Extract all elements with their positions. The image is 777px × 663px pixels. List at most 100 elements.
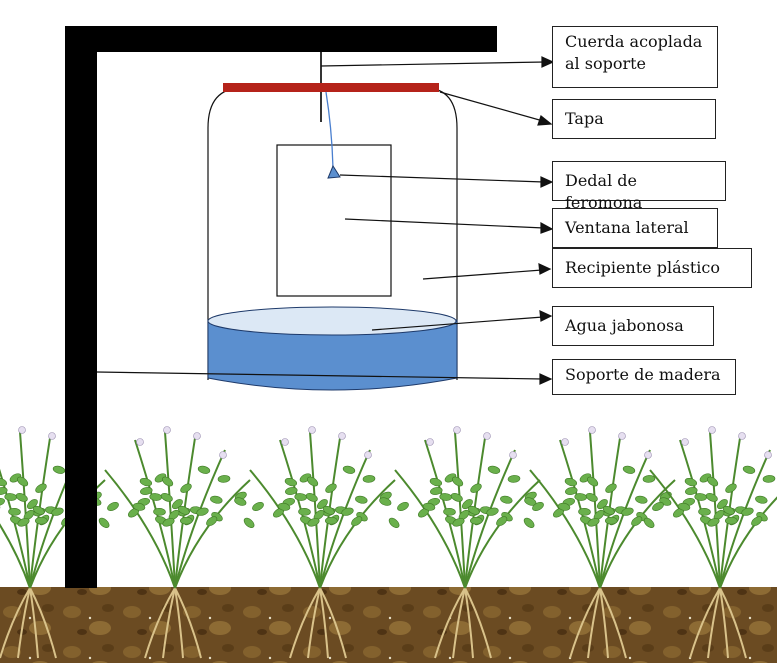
plant-leaf: [17, 518, 30, 527]
plant-leaf: [32, 505, 45, 515]
plant-leaf: [177, 505, 190, 515]
plant-leaf: [587, 476, 599, 487]
plant-flower: [308, 426, 316, 434]
plant-leaf: [153, 507, 166, 516]
plant-leaf: [496, 516, 508, 527]
plant-flower: [708, 426, 716, 434]
plant-root: [569, 587, 601, 659]
support-post: [65, 26, 97, 588]
plant-leaf: [325, 483, 337, 493]
plant-leaf: [162, 476, 174, 487]
plant-leaf: [741, 507, 754, 516]
plant-leaf: [139, 478, 153, 487]
plant-leaf: [725, 483, 737, 493]
plant-leaf: [180, 483, 192, 493]
plant-root: [599, 587, 627, 659]
plant-leaf: [652, 502, 664, 511]
pheromone-thimble-icon: [327, 164, 341, 179]
plant-leaf: [341, 507, 354, 516]
plant-leaf: [285, 487, 298, 495]
plant-leaf: [294, 493, 307, 501]
plant-leaf: [429, 478, 443, 487]
plant-leaf: [762, 475, 776, 483]
plant-leaf: [305, 493, 318, 502]
plant-leaf: [351, 516, 363, 527]
plant-stem: [174, 449, 226, 589]
plant-leaf: [751, 516, 763, 527]
plant-leaf: [243, 517, 255, 529]
plant-leaf: [132, 502, 146, 511]
plant-root: [162, 587, 176, 659]
plant-leaf: [162, 518, 175, 527]
plant-leaf: [452, 518, 465, 527]
plant-leaf: [197, 465, 211, 474]
plant-leaf: [694, 493, 707, 501]
plant-leaf: [277, 502, 291, 511]
plant-stem: [104, 469, 176, 589]
label-water-text: Agua jabonosa: [565, 316, 684, 335]
plant-leaf: [724, 516, 738, 525]
label-pheromone: Dedal de feromona: [552, 161, 726, 212]
label-water: Agua jabonosa: [552, 306, 714, 346]
plant-leaf: [17, 476, 29, 487]
plant-root: [434, 587, 466, 659]
plant-leaf: [574, 493, 587, 501]
plant-leaf: [430, 487, 443, 495]
plant-root: [319, 587, 329, 659]
plant-flower: [193, 432, 201, 440]
plant-root: [144, 587, 176, 659]
plant-leaf: [307, 476, 319, 487]
plant-flower: [281, 438, 289, 446]
plant-leaf: [284, 478, 298, 487]
plant-leaf: [452, 476, 464, 487]
plant-leaf: [217, 475, 231, 483]
plant-flower: [738, 432, 746, 440]
plant-leaf: [565, 487, 578, 495]
plant-leaf: [677, 502, 691, 511]
plant-flower: [618, 432, 626, 440]
plant-leaf: [98, 517, 110, 529]
plant-leaf: [324, 516, 338, 525]
plant-leaf: [621, 507, 634, 516]
plant-leaf: [362, 475, 376, 483]
plant-leaf: [35, 483, 47, 493]
plant-flower: [764, 451, 772, 459]
lid: [223, 83, 439, 92]
plant-stem: [0, 523, 31, 589]
plant-flower: [18, 426, 26, 434]
label-support: Soporte de madera: [552, 359, 736, 395]
label-string: Cuerda acoplada al soporte: [552, 26, 718, 88]
plant-leaf: [635, 495, 648, 504]
plant-leaf: [206, 516, 218, 527]
plant-flower: [426, 438, 434, 446]
plant-leaf: [557, 502, 571, 511]
plant-leaf: [210, 495, 223, 504]
plant-stem: [599, 449, 651, 589]
plant-leaf: [107, 502, 119, 511]
plant-leaf: [397, 502, 409, 511]
plant-flower: [48, 432, 56, 440]
label-window-text: Ventana lateral: [565, 218, 689, 237]
plant-leaf: [605, 483, 617, 493]
plant-leaf: [532, 502, 544, 511]
plant-root: [29, 587, 39, 659]
plant-leaf: [602, 505, 615, 515]
plant-root: [319, 587, 347, 659]
label-support-text: Soporte de madera: [565, 365, 721, 384]
plant-stem: [174, 479, 251, 589]
plant-leaf: [149, 493, 162, 501]
plant-root: [17, 587, 31, 659]
plant-stem: [464, 449, 516, 589]
plant-stem: [649, 469, 721, 589]
label-lid-text: Tapa: [565, 109, 604, 128]
plant-flower: [681, 438, 689, 446]
plant-flower: [163, 426, 171, 434]
plant-leaf: [422, 502, 436, 511]
plant-leaf: [140, 487, 153, 495]
plant-leaf: [252, 502, 264, 511]
plant-leaf: [698, 507, 711, 516]
plant-root: [719, 587, 729, 659]
plant-leaf: [307, 518, 320, 527]
plant-leaf: [234, 497, 247, 506]
